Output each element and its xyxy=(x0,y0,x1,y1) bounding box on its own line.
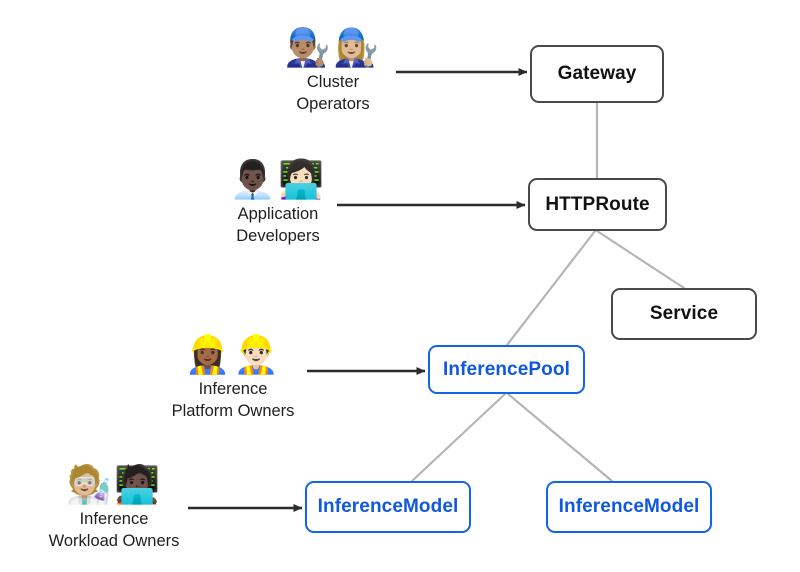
inference-workload-owners-icons: 🧑🏼‍🔬🧑🏿‍💻 xyxy=(65,463,163,507)
application-developers-label-line1: Application xyxy=(237,205,319,223)
edge-inferencepool-inferencemodel-1 xyxy=(410,392,507,483)
inference-workload-owners-label: Inference Workload Owners xyxy=(49,509,180,553)
inference-platform-owners-icons: 👷🏾‍♀️👷🏻‍♂️ xyxy=(184,333,282,377)
node-httproute[interactable]: HTTPRoute xyxy=(528,178,667,231)
edge-httproute-service xyxy=(595,229,686,290)
cluster-operators-label: Cluster Operators xyxy=(296,72,369,116)
node-inferencemodel-2[interactable]: InferenceModel xyxy=(546,481,712,533)
edge-httproute-inferencepool xyxy=(505,229,597,347)
inference-workload-owners-label-line2: Workload Owners xyxy=(48,531,180,550)
application-developers-label: Application Developers xyxy=(236,204,319,248)
cluster-operators-label-line1: Cluster xyxy=(306,73,360,91)
inference-platform-owners-label-line1: Inference xyxy=(198,380,268,398)
inference-platform-owners-label: Inference Platform Owners xyxy=(172,379,295,423)
persona-application-developers: 👨🏿‍💼👩🏻‍💻 Application Developers xyxy=(163,158,393,248)
node-httproute-label: HTTPRoute xyxy=(545,193,650,215)
persona-cluster-operators: 👨🏽‍🔧👩🏼‍🔧 Cluster Operators xyxy=(218,26,448,116)
cluster-operators-label-line2: Operators xyxy=(296,94,370,113)
application-developers-label-line2: Developers xyxy=(236,226,320,245)
cluster-operators-icons: 👨🏽‍🔧👩🏼‍🔧 xyxy=(284,26,382,70)
node-inferencepool-label: InferencePool xyxy=(443,358,570,380)
inference-workload-owners-label-line1: Inference xyxy=(79,510,149,528)
application-developers-icons: 👨🏿‍💼👩🏻‍💻 xyxy=(229,158,327,202)
node-inferencemodel-1[interactable]: InferenceModel xyxy=(305,481,471,533)
node-inferencepool[interactable]: InferencePool xyxy=(428,345,585,394)
node-gateway-label: Gateway xyxy=(557,63,637,84)
persona-inference-platform-owners: 👷🏾‍♀️👷🏻‍♂️ Inference Platform Owners xyxy=(118,333,348,423)
inference-platform-owners-label-line2: Platform Owners xyxy=(171,401,295,420)
node-service[interactable]: Service xyxy=(611,288,757,340)
node-inferencemodel-1-label: InferenceModel xyxy=(317,496,459,517)
edge-inferencepool-inferencemodel-2 xyxy=(506,392,614,483)
node-service-label: Service xyxy=(649,303,719,324)
persona-inference-workload-owners: 🧑🏼‍🔬🧑🏿‍💻 Inference Workload Owners xyxy=(0,463,229,553)
node-inferencemodel-2-label: InferenceModel xyxy=(558,496,700,517)
node-gateway[interactable]: Gateway xyxy=(530,45,664,103)
